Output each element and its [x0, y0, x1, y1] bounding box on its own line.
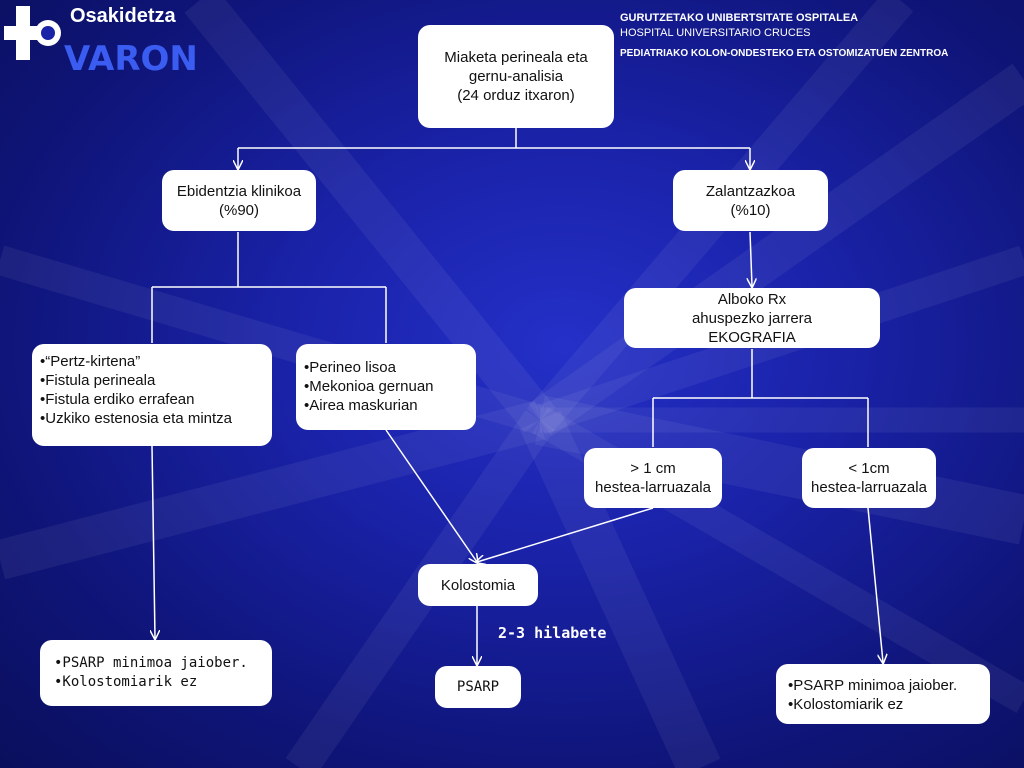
node-result-left-item: •Kolostomiarik ez — [54, 674, 198, 690]
hospital-name-es: HOSPITAL UNIVERSITARIO CRUCES — [620, 27, 811, 39]
node-signs-left-item: •Uzkiko estenosia eta mintza — [40, 410, 233, 427]
node-signs-mid-item: •Airea maskurian — [304, 397, 418, 414]
node-perineal-exam-line: Miaketa perineala eta — [444, 49, 588, 66]
node-xray-ultrasound-line: Alboko Rx — [717, 290, 787, 308]
edge-label-duration: 2-3 hilabete — [498, 624, 607, 642]
node-psarp-line: PSARP — [456, 678, 500, 695]
node-greater-1cm: > 1 cm hestea-larruazala — [584, 448, 722, 508]
node-signs-mid-item: •Mekonioa gernuan — [304, 378, 434, 395]
node-doubtful-line: Zalantzazkoa — [705, 182, 796, 200]
node-clinical-evidence-line: Ebidentzia klinikoa — [176, 182, 302, 200]
node-signs-left: •“Pertz-kirtena” •Fistula perineala •Fis… — [32, 344, 272, 446]
node-colostomy: Kolostomia — [418, 564, 538, 606]
node-result-right: •PSARP minimoa jaiober. •Kolostomiarik e… — [776, 664, 990, 724]
node-result-left: •PSARP minimoa jaiober. •Kolostomiarik e… — [40, 640, 272, 706]
edge-evidence-split — [151, 232, 387, 343]
edge-to-xray — [750, 231, 752, 286]
node-signs-left-item: •Fistula erdiko errafean — [40, 391, 195, 408]
node-result-right-item: •Kolostomiarik ez — [788, 696, 904, 713]
edge-gt1-to-colostomy — [477, 507, 654, 562]
node-greater-1cm-line: hestea-larruazala — [595, 479, 711, 496]
node-xray-ultrasound-line: ahuspezko jarrera — [691, 309, 813, 327]
node-less-1cm: < 1cm hestea-larruazala — [802, 448, 936, 508]
node-xray-ultrasound-line: EKOGRAFIA — [708, 328, 796, 346]
node-perineal-exam-line: (24 orduz itxaron) — [457, 87, 575, 104]
node-xray-ultrasound: Alboko Rx ahuspezko jarrera EKOGRAFIA — [624, 288, 880, 348]
node-colostomy-line: Kolostomia — [440, 576, 516, 594]
node-signs-left-item: •Fistula perineala — [40, 372, 156, 389]
center-name: PEDIATRIAKO KOLON-ONDESTEKO ETA OSTOMIZA… — [620, 48, 949, 59]
edge-mid-to-colostomy — [385, 429, 477, 562]
node-greater-1cm-line: > 1 cm — [630, 460, 676, 477]
node-psarp: PSARP — [435, 666, 521, 708]
edge-to-result-left — [152, 445, 155, 638]
node-less-1cm-line: < 1cm — [848, 460, 890, 477]
org-name: Osakidetza — [70, 5, 176, 27]
node-result-right-item: •PSARP minimoa jaiober. — [788, 677, 958, 694]
osakidetza-logo — [4, 4, 62, 62]
node-perineal-exam: Miaketa perineala eta gernu-analisia (24… — [418, 25, 614, 128]
node-doubtful-line: (%10) — [730, 201, 771, 219]
page-title: VARON — [64, 39, 198, 79]
edge-root-split — [238, 128, 750, 149]
node-doubtful: Zalantzazkoa (%10) — [673, 170, 828, 231]
edge-xray-split — [652, 349, 869, 447]
node-result-left-item: •PSARP minimoa jaiober. — [54, 655, 248, 671]
node-signs-left-item: •“Pertz-kirtena” — [40, 353, 141, 370]
node-less-1cm-line: hestea-larruazala — [811, 479, 927, 496]
node-clinical-evidence: Ebidentzia klinikoa (%90) — [162, 170, 316, 231]
node-signs-mid-item: •Perineo lisoa — [304, 359, 396, 376]
node-signs-mid: •Perineo lisoa •Mekonioa gernuan •Airea … — [296, 344, 476, 430]
node-clinical-evidence-line: (%90) — [218, 201, 259, 219]
edge-lt1-to-result-right — [867, 507, 883, 662]
hospital-name-eu: GURUTZETAKO UNIBERTSITATE OSPITALEA — [620, 12, 859, 24]
node-perineal-exam-line: gernu-analisia — [468, 68, 564, 85]
osakidetza-logo-icon — [4, 6, 61, 60]
